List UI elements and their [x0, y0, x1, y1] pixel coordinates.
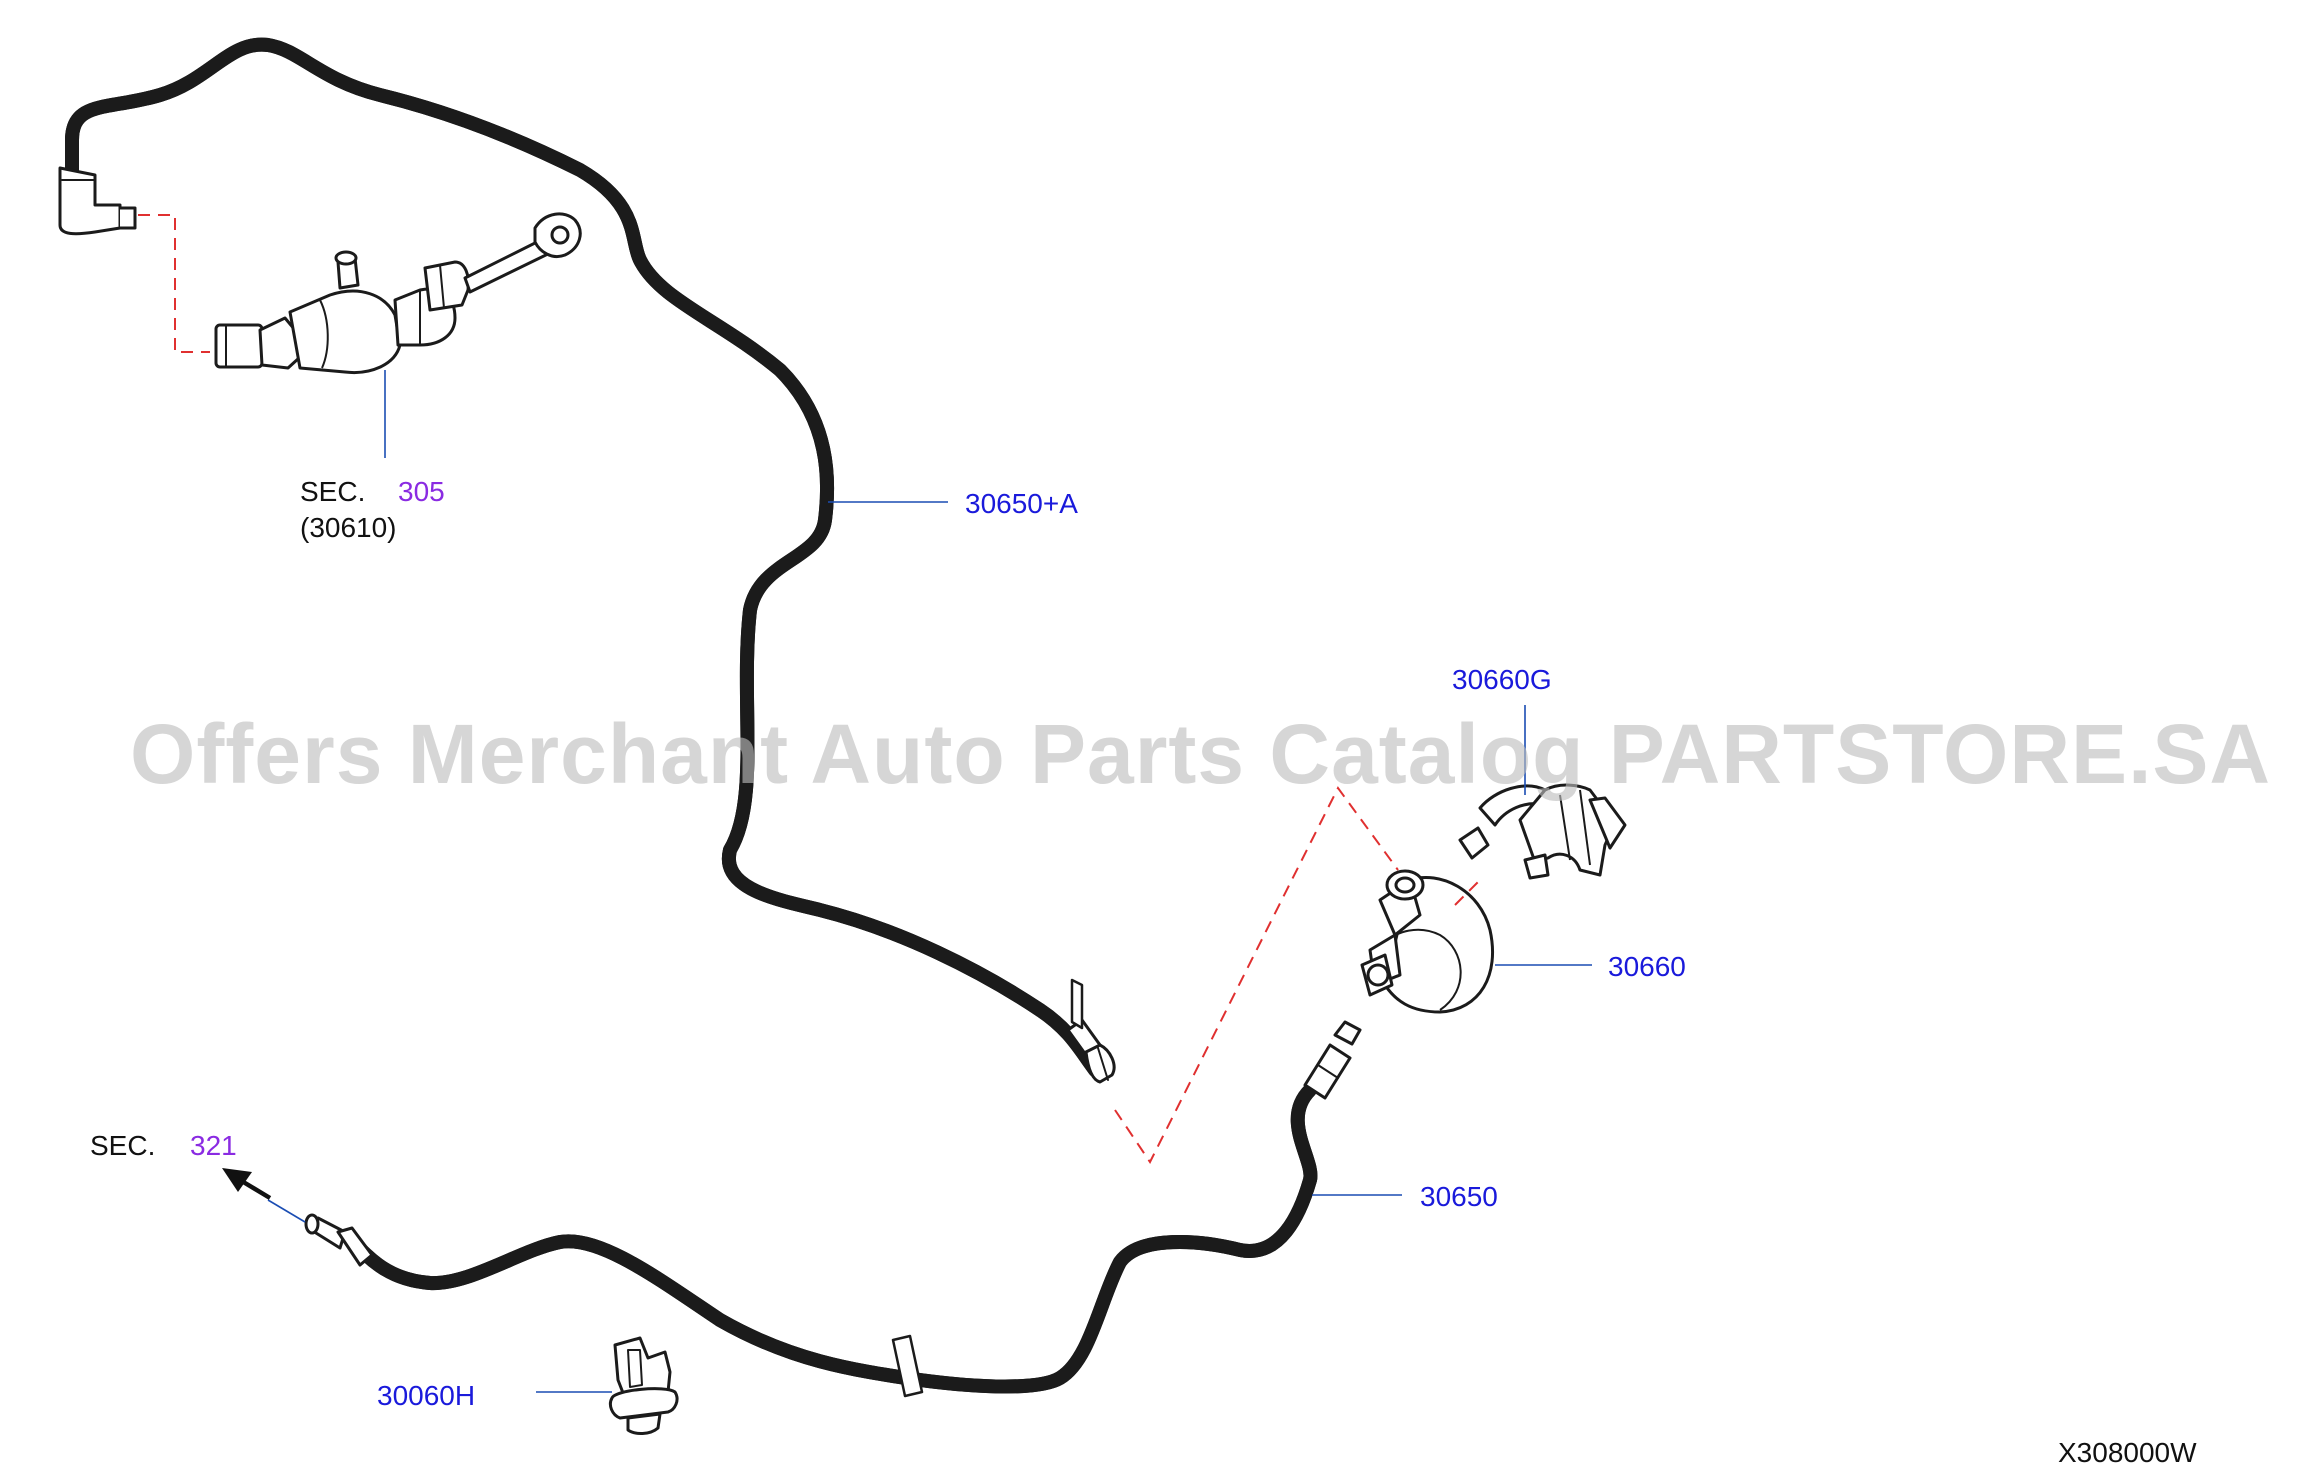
part-30650[interactable]: 30650 — [1420, 1181, 1498, 1212]
sec-305-prefix: SEC. — [300, 476, 366, 507]
part-30660[interactable]: 30660 — [1608, 951, 1686, 982]
leader-lines — [267, 370, 1592, 1393]
watermark-text: Offers Merchant Auto Parts Catalog PARTS… — [130, 707, 2272, 801]
part-30060h[interactable]: 30060H — [377, 1380, 476, 1411]
part-30660g[interactable]: 30660G — [1452, 664, 1552, 695]
tube-clip — [608, 1336, 679, 1435]
sec-305-number[interactable]: 305 — [398, 476, 445, 507]
diagram-code: X308000W — [2058, 1437, 2197, 1468]
sec-321-prefix: SEC. — [90, 1130, 156, 1161]
sec-305-sub: (30610) — [300, 512, 397, 543]
clutch-master-cylinder — [214, 212, 582, 375]
damper-clip — [1458, 783, 1627, 880]
sec-321-number[interactable]: 321 — [190, 1130, 237, 1161]
alignment-dashes — [138, 214, 1481, 1164]
clutch-tube-upper — [58, 45, 1116, 1084]
part-30650a[interactable]: 30650+A — [965, 488, 1078, 519]
direction-arrow — [222, 1168, 272, 1200]
clutch-tube-lower — [304, 1020, 1362, 1398]
clutch-damper — [1360, 869, 1495, 1014]
